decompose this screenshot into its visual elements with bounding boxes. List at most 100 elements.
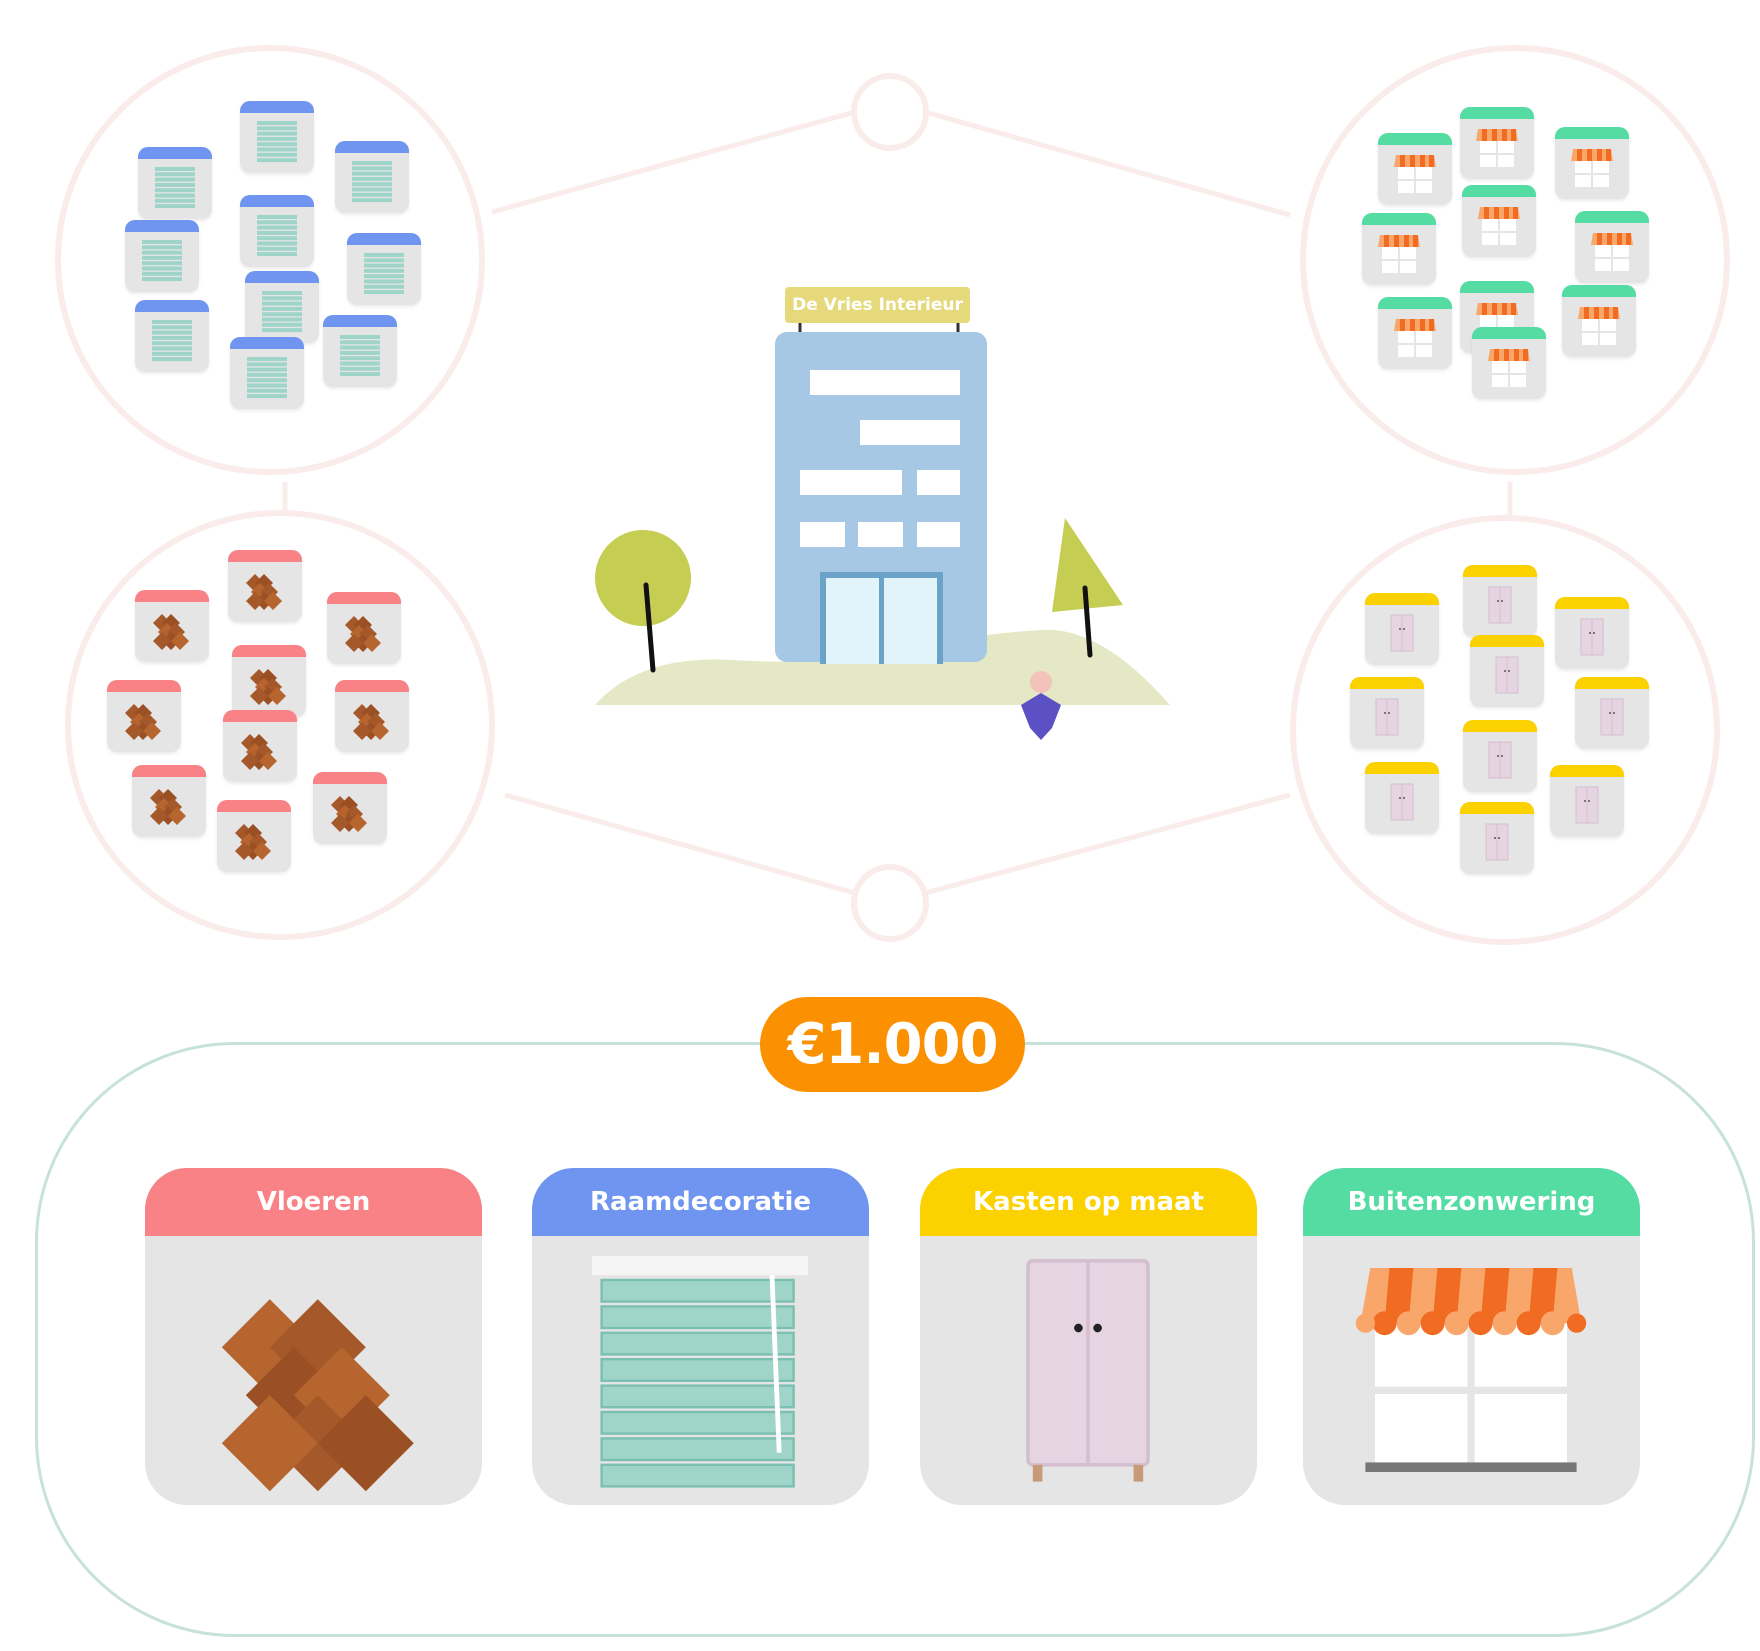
mini-card-kasten bbox=[1463, 565, 1537, 637]
card-buitenzonwering: Buitenzonwering bbox=[1303, 1168, 1640, 1505]
mini-card-buitenzonwering bbox=[1555, 127, 1629, 199]
mini-card-buitenzonwering bbox=[1575, 211, 1649, 283]
wardrobe-icon bbox=[1375, 698, 1399, 736]
mini-card-kasten bbox=[1470, 635, 1544, 707]
mini-card-raamdecoratie bbox=[245, 271, 319, 343]
cluster-buitenzonwering bbox=[1300, 45, 1730, 475]
awning-shop-icon bbox=[1476, 129, 1518, 167]
card-vloeren: Vloeren bbox=[145, 1168, 482, 1505]
mini-card-buitenzonwering bbox=[1460, 107, 1534, 179]
wardrobe-icon bbox=[1485, 823, 1509, 861]
mini-card-kasten bbox=[1555, 597, 1629, 669]
blinds-icon bbox=[257, 121, 297, 163]
mini-card-kasten bbox=[1460, 802, 1534, 874]
blinds-icon bbox=[340, 335, 380, 377]
card-kasten: Kasten op maat bbox=[920, 1168, 1257, 1505]
mini-card-kasten bbox=[1365, 762, 1439, 834]
company-sign: De Vries Interieur bbox=[785, 287, 970, 323]
mini-card-vloeren bbox=[335, 680, 409, 752]
blinds-icon bbox=[155, 167, 195, 209]
awning-shop-icon bbox=[1394, 155, 1436, 193]
cluster-kasten bbox=[1290, 515, 1720, 945]
wardrobe-icon bbox=[1600, 698, 1624, 736]
awning-shop-icon bbox=[1591, 233, 1633, 271]
mini-card-buitenzonwering bbox=[1378, 133, 1452, 205]
mini-card-kasten bbox=[1575, 677, 1649, 749]
parquet-floor-icon bbox=[345, 616, 381, 652]
wardrobe-icon bbox=[1580, 618, 1604, 656]
mini-card-vloeren bbox=[327, 592, 401, 664]
mini-card-raamdecoratie bbox=[230, 337, 304, 409]
card-kasten-label: Kasten op maat bbox=[920, 1168, 1257, 1236]
mini-card-raamdecoratie bbox=[138, 147, 212, 219]
awning-shop-icon bbox=[1578, 307, 1620, 345]
awning-shop-icon bbox=[1478, 207, 1520, 245]
mini-card-buitenzonwering bbox=[1378, 297, 1452, 369]
wardrobe-icon bbox=[1575, 786, 1599, 824]
wardrobe-icon bbox=[1390, 783, 1414, 821]
mini-card-vloeren bbox=[223, 710, 297, 782]
parquet-floor-icon bbox=[150, 789, 186, 825]
parquet-floor-icon bbox=[250, 669, 286, 705]
network-node-top bbox=[851, 73, 929, 151]
blinds-icon bbox=[257, 215, 297, 257]
awning-shop-icon bbox=[1378, 235, 1420, 273]
mini-card-raamdecoratie bbox=[240, 195, 314, 267]
parquet-floor-icon bbox=[331, 796, 367, 832]
parquet-floor-icon bbox=[235, 824, 271, 860]
mini-card-kasten bbox=[1350, 677, 1424, 749]
mini-card-vloeren bbox=[107, 680, 181, 752]
blinds-icon bbox=[152, 320, 192, 362]
mini-card-vloeren bbox=[135, 590, 209, 662]
building-illustration bbox=[595, 322, 1170, 740]
awning-shop-icon bbox=[1488, 349, 1530, 387]
mini-card-raamdecoratie bbox=[335, 141, 409, 213]
mini-card-vloeren bbox=[217, 800, 291, 872]
mini-card-buitenzonwering bbox=[1462, 185, 1536, 257]
mini-card-buitenzonwering bbox=[1562, 285, 1636, 357]
mini-card-raamdecoratie bbox=[240, 101, 314, 173]
wardrobe-icon bbox=[1488, 741, 1512, 779]
blinds-icon bbox=[592, 1256, 808, 1488]
mini-card-raamdecoratie bbox=[135, 300, 209, 372]
mini-card-buitenzonwering bbox=[1362, 213, 1436, 285]
parquet-floor-icon bbox=[241, 734, 277, 770]
blinds-icon bbox=[262, 291, 302, 333]
mini-card-raamdecoratie bbox=[347, 233, 421, 305]
card-buitenzonwering-label: Buitenzonwering bbox=[1303, 1168, 1640, 1236]
wardrobe-icon bbox=[1495, 656, 1519, 694]
mini-card-raamdecoratie bbox=[125, 220, 199, 292]
mini-card-vloeren bbox=[313, 772, 387, 844]
mini-card-buitenzonwering bbox=[1472, 327, 1546, 399]
network-node-bottom bbox=[851, 864, 929, 942]
card-vloeren-label: Vloeren bbox=[145, 1168, 482, 1236]
parquet-floor-icon bbox=[353, 704, 389, 740]
mini-card-raamdecoratie bbox=[323, 315, 397, 387]
price-badge: €1.000 bbox=[760, 997, 1025, 1092]
mini-card-kasten bbox=[1463, 720, 1537, 792]
blinds-icon bbox=[364, 253, 404, 295]
cluster-raamdecoratie bbox=[55, 45, 485, 475]
awning-shop-icon bbox=[1394, 319, 1436, 357]
mini-card-vloeren bbox=[132, 765, 206, 837]
mini-card-kasten bbox=[1365, 593, 1439, 665]
parquet-floor-icon bbox=[125, 704, 161, 740]
parquet-floor-icon bbox=[153, 614, 189, 650]
awning-shop-icon bbox=[1355, 1268, 1587, 1472]
wardrobe-icon bbox=[1390, 614, 1414, 652]
mini-card-kasten bbox=[1550, 765, 1624, 837]
cluster-vloeren bbox=[65, 510, 495, 940]
parquet-floor-icon bbox=[221, 1299, 414, 1492]
blinds-icon bbox=[352, 161, 392, 203]
card-raamdecoratie: Raamdecoratie bbox=[532, 1168, 869, 1505]
parquet-floor-icon bbox=[246, 574, 282, 610]
mini-card-vloeren bbox=[232, 645, 306, 717]
wardrobe-icon bbox=[1488, 586, 1512, 624]
card-raamdecoratie-label: Raamdecoratie bbox=[532, 1168, 869, 1236]
awning-shop-icon bbox=[1571, 149, 1613, 187]
blinds-icon bbox=[247, 357, 287, 399]
wardrobe-icon bbox=[1026, 1259, 1150, 1482]
blinds-icon bbox=[142, 240, 182, 282]
mini-card-vloeren bbox=[228, 550, 302, 622]
